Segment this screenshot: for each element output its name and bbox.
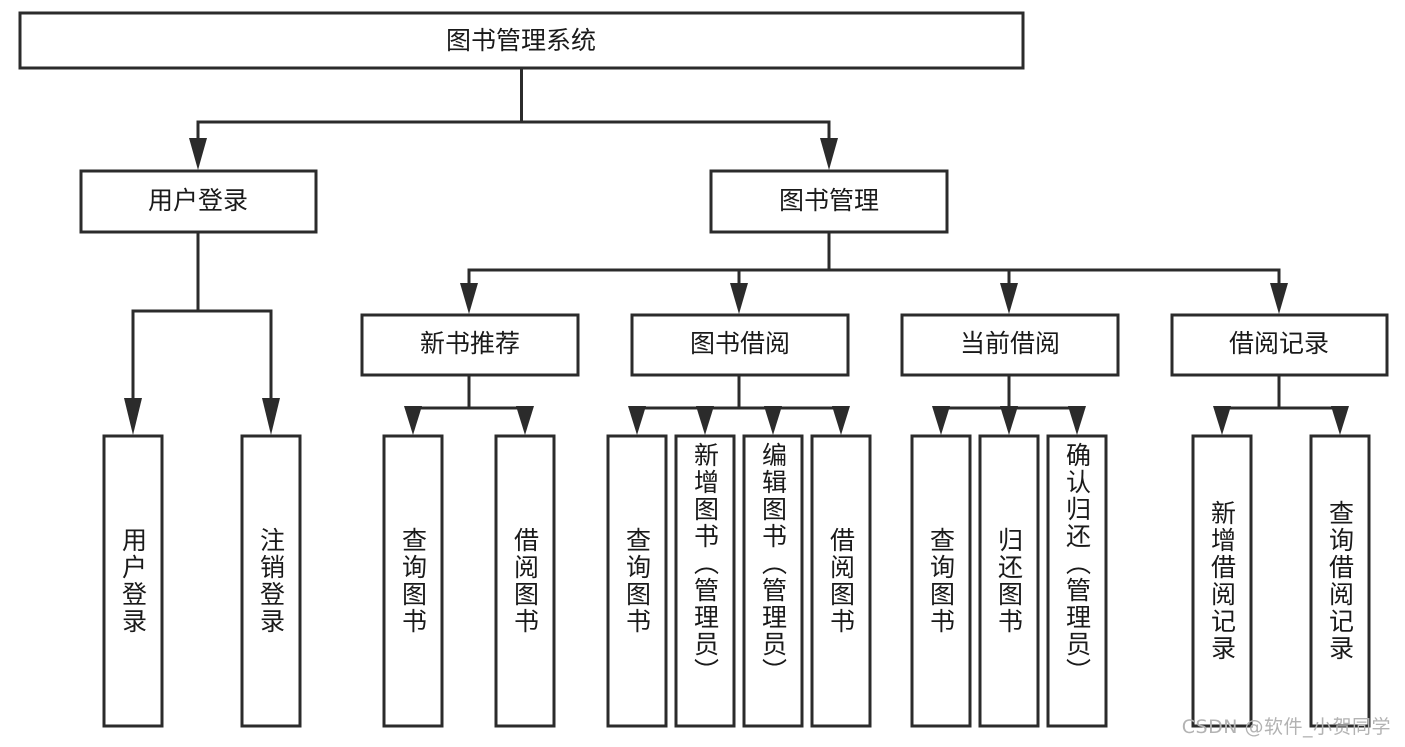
connector-group-book-management bbox=[460, 230, 1288, 314]
arrow-head-book-borrow bbox=[730, 283, 748, 314]
leaf-add-book-box[interactable] bbox=[674, 434, 736, 728]
connector-group-new-book-recommend bbox=[404, 373, 534, 435]
arrow-head-current-borrow bbox=[1000, 283, 1018, 314]
node-borrow-record-box[interactable] bbox=[1170, 313, 1389, 377]
leaf-user-logout-box[interactable] bbox=[240, 434, 302, 728]
node-root[interactable]: 图书管理系统 bbox=[18, 11, 1025, 70]
leaf-query-record-box[interactable] bbox=[1309, 434, 1371, 728]
arrow-head-leaf-edit-book bbox=[764, 406, 782, 435]
arrow-head-borrow-record bbox=[1270, 283, 1288, 314]
arrow-head-leaf-return-book bbox=[1000, 406, 1018, 435]
arrow-head-leaf-confirm-return bbox=[1068, 406, 1086, 435]
node-root-box[interactable] bbox=[18, 11, 1025, 70]
arrow-head-book-management bbox=[820, 138, 838, 170]
arrow-head-leaf-query-book-3 bbox=[932, 406, 950, 435]
arrow-head-leaf-borrow-book-1 bbox=[516, 406, 534, 435]
connector-group-current-borrow bbox=[932, 373, 1086, 435]
node-borrow-record[interactable]: 借阅记录 bbox=[1170, 313, 1389, 377]
arrow-head-leaf-query-book-1 bbox=[404, 406, 422, 435]
leaf-edit-book-box[interactable] bbox=[742, 434, 804, 728]
arrow-head-user-login bbox=[189, 138, 207, 170]
node-current-borrow[interactable]: 当前借阅 bbox=[900, 313, 1120, 377]
node-user-login-label: 用户登录 bbox=[148, 186, 248, 215]
leaf-confirm-return-box[interactable] bbox=[1046, 434, 1108, 728]
node-book-borrow-box[interactable] bbox=[630, 313, 850, 377]
arrow-head-leaf-query-book-2 bbox=[628, 406, 646, 435]
node-borrow-record-label: 借阅记录 bbox=[1229, 329, 1329, 358]
node-book-borrow-label: 图书借阅 bbox=[690, 329, 790, 358]
connector-group-book-borrow bbox=[628, 373, 850, 435]
arrow-head-leaf-add-record bbox=[1213, 406, 1231, 435]
leaf-boxes bbox=[102, 434, 1371, 728]
arrow-head-leaf-query-record bbox=[1331, 406, 1349, 435]
watermark-text: CSDN @软件_小贺同学 bbox=[1181, 716, 1391, 738]
leaf-query-book-1-box[interactable] bbox=[382, 434, 444, 728]
arrow-head-leaf-user-login bbox=[124, 398, 142, 435]
node-new-book-recommend[interactable]: 新书推荐 bbox=[360, 313, 580, 377]
node-user-login-box[interactable] bbox=[79, 169, 318, 234]
node-new-book-recommend-box[interactable] bbox=[360, 313, 580, 377]
leaf-borrow-book-2-box[interactable] bbox=[810, 434, 872, 728]
leaf-add-record-box[interactable] bbox=[1191, 434, 1253, 728]
node-book-management-box[interactable] bbox=[709, 169, 949, 234]
node-current-borrow-label: 当前借阅 bbox=[960, 329, 1060, 358]
node-book-management[interactable]: 图书管理 bbox=[709, 169, 949, 234]
node-book-borrow[interactable]: 图书借阅 bbox=[630, 313, 850, 377]
connector-group-root bbox=[189, 66, 838, 170]
leaf-query-book-2-box[interactable] bbox=[606, 434, 668, 728]
node-new-book-recommend-label: 新书推荐 bbox=[420, 329, 520, 358]
leaf-return-book-box[interactable] bbox=[978, 434, 1040, 728]
connector-group-user-login bbox=[124, 230, 280, 435]
arrow-head-leaf-user-logout bbox=[262, 398, 280, 435]
arrow-head-leaf-add-book bbox=[696, 406, 714, 435]
node-current-borrow-box[interactable] bbox=[900, 313, 1120, 377]
node-root-label: 图书管理系统 bbox=[446, 26, 596, 55]
node-user-login[interactable]: 用户登录 bbox=[79, 169, 318, 234]
leaf-user-login-box[interactable] bbox=[102, 434, 164, 728]
leaf-borrow-book-1-box[interactable] bbox=[494, 434, 556, 728]
arrow-head-new-book-recommend bbox=[460, 283, 478, 314]
arrow-head-leaf-borrow-book-2 bbox=[832, 406, 850, 435]
connector-group-borrow-record bbox=[1213, 373, 1349, 435]
node-book-management-label: 图书管理 bbox=[779, 186, 879, 215]
leaf-query-book-3-box[interactable] bbox=[910, 434, 972, 728]
